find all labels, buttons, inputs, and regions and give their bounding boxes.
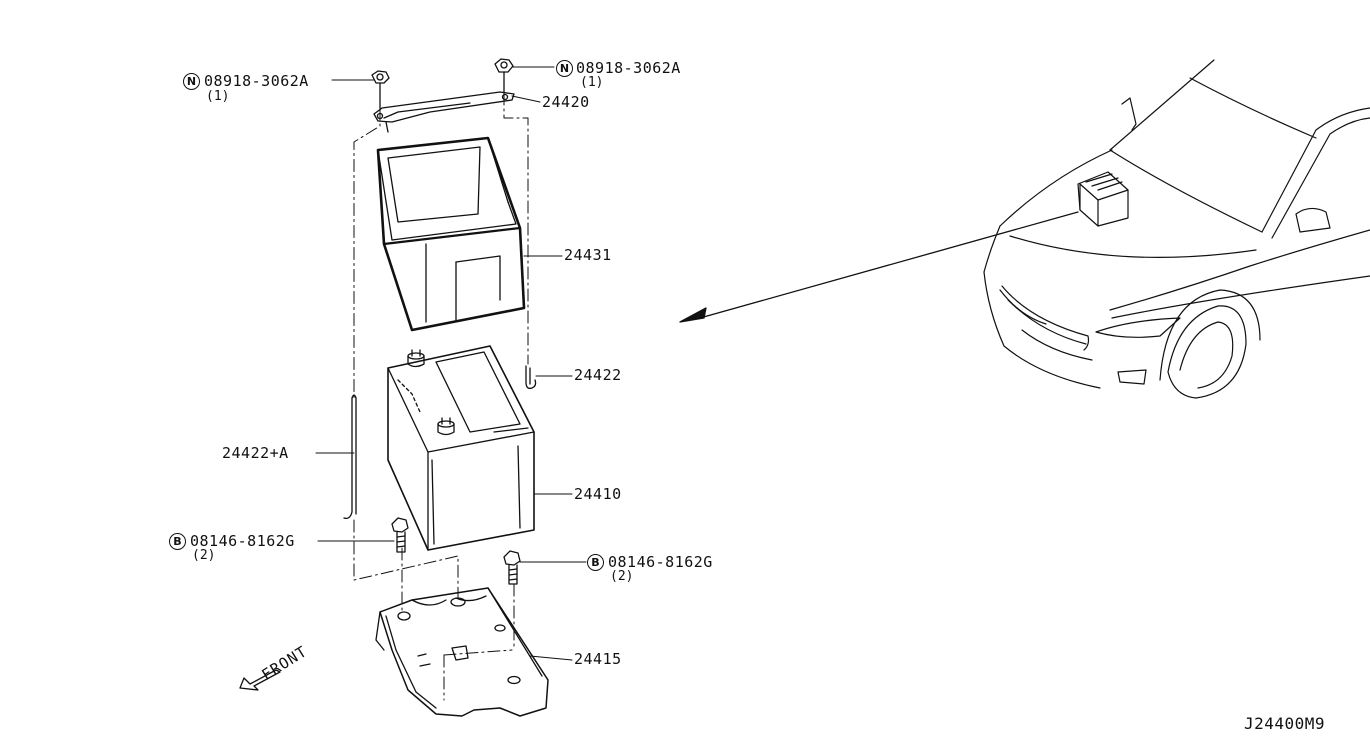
nut-left-icon (371, 70, 390, 109)
battery (387, 345, 535, 551)
hold-down-bracket (373, 91, 515, 133)
quantity-nut-left: (1) (206, 89, 230, 104)
part-number-bolt-left: 08146-8162G (190, 532, 295, 550)
battery-base-tray (375, 587, 549, 717)
part-number-bracket: 24420 (542, 93, 590, 111)
location-callout-arrow (679, 211, 1079, 323)
vehicle-location-illustration (983, 59, 1370, 399)
assembly-guide-lines (353, 92, 529, 701)
quantity-bolt-left: (2) (192, 548, 216, 563)
part-prefix-n-right: N (556, 60, 573, 77)
hold-down-rod-right (525, 365, 537, 390)
diagram-code: J24400M9 (1244, 714, 1326, 733)
leader-lines (315, 66, 587, 661)
hold-down-rod-left (343, 394, 357, 520)
bolt-left-icon (391, 517, 409, 553)
part-prefix-n-left: N (183, 73, 200, 90)
quantity-nut-right: (1) (580, 75, 604, 90)
battery-tray-cover (376, 136, 526, 332)
part-number-nut-left: 08918-3062A (204, 72, 309, 90)
nut-right-icon (494, 58, 514, 94)
part-prefix-b-left: B (169, 533, 186, 550)
part-number-base-tray: 24415 (574, 650, 622, 668)
front-direction-arrow (239, 669, 281, 691)
bolt-right-icon (503, 550, 521, 585)
part-prefix-b-right: B (587, 554, 604, 571)
part-number-rod-right: 24422 (574, 366, 622, 384)
part-number-battery: 24410 (574, 485, 622, 503)
part-number-tray-cover: 24431 (564, 246, 612, 264)
part-number-nut-right: 08918-3062A (576, 59, 681, 77)
part-number-rod-left: 24422+A (222, 444, 289, 462)
quantity-bolt-right: (2) (610, 569, 634, 584)
part-number-bolt-right: 08146-8162G (608, 553, 713, 571)
